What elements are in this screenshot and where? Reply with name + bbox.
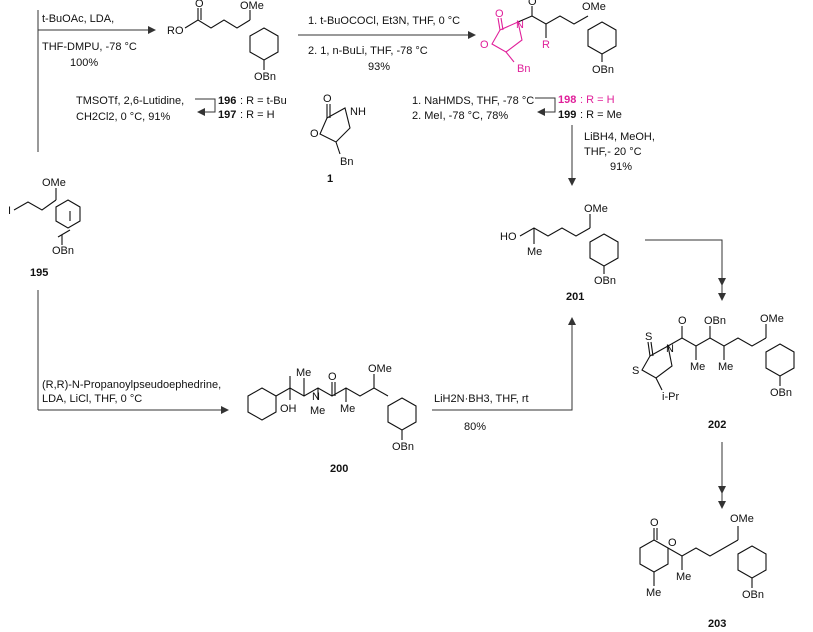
obn-label-203: OBn [742, 589, 764, 601]
me-label-203b: Me [676, 571, 691, 583]
arrow-step2 [195, 98, 216, 116]
compound-198-structure: O O N Bn O R OMe OBn [480, 0, 617, 76]
me-label-202b: Me [718, 361, 733, 373]
compound-label-1: 1 [327, 173, 333, 185]
me-label-203a: Me [646, 587, 661, 599]
me-label-201: Me [527, 246, 542, 258]
compound-196-structure: O RO OMe OBn [167, 0, 279, 83]
step6-line1: (R,R)-N-Propanoylpseudoephedrine, [42, 379, 221, 391]
compound-label-198: 198 [558, 94, 576, 106]
iodo-atom: I [8, 205, 11, 217]
compound-label-196: 196 [218, 95, 236, 107]
obn-label-202-chain: OBn [704, 315, 726, 327]
carbonyl-o-200: O [328, 371, 337, 383]
ho-label-201: HO [500, 231, 517, 243]
obn-label-195: OBn [52, 245, 74, 257]
me-label-200a: Me [296, 367, 311, 379]
compound-label-197: 197 [218, 109, 236, 121]
compound-197-r-group: : R = H [240, 109, 275, 121]
step3-line1: 1. t-BuOCOCl, Et3N, THF, 0 °C [308, 15, 460, 27]
step2-conditions: CH2Cl2, 0 °C, 91% [76, 111, 170, 123]
ipr-label-202: i-Pr [662, 391, 679, 403]
me-label-200b: Me [310, 405, 325, 417]
ring-s-202: S [632, 365, 639, 377]
ring-o-198: O [480, 39, 489, 51]
thione-s-202: S [645, 331, 652, 343]
obn-label-196: OBn [254, 71, 276, 83]
carbonyl-o-198: O [495, 8, 504, 20]
carbonyl-oxygen: O [195, 0, 204, 10]
arrow-step7 [432, 317, 576, 411]
compound-label-203: 203 [708, 618, 726, 630]
step6-line2: LDA, LiCl, THF, 0 °C [42, 393, 142, 405]
step4-line1: 1. NaHMDS, THF, -78 °C [412, 95, 534, 107]
ro-label: RO [167, 25, 184, 37]
obn-label-200: OBn [392, 441, 414, 453]
compound-1-structure: O NH O Bn 1 [310, 93, 366, 185]
arrow-step4 [535, 97, 556, 116]
compound-195-structure: I OMe OBn 195 [8, 177, 81, 279]
step1-reagents: t-BuOAc, LDA, [42, 13, 114, 25]
compound-201-structure: HO Me OMe OBn 201 [500, 203, 619, 303]
step7-line1: LiH2N·BH3, THF, rt [434, 393, 529, 405]
compound-label-202: 202 [708, 419, 726, 431]
compound-202-structure: S S N i-Pr O Me OBn Me OMe OBn 202 [632, 313, 795, 431]
compound-label-201: 201 [566, 291, 584, 303]
step2-reagents: TMSOTf, 2,6-Lutidine, [76, 95, 184, 107]
compound-196-r-group: : R = t-Bu [240, 95, 287, 107]
arrow-201-to-202-line [645, 239, 723, 298]
step5-line1: LiBH4, MeOH, [584, 131, 655, 143]
ome-label-202: OMe [760, 313, 784, 325]
compound-203-structure: O O Me Me OMe OBn 203 [639, 513, 767, 630]
nh-label: NH [350, 106, 366, 118]
ome-label-196: OMe [240, 0, 264, 12]
step3-yield: 93% [368, 61, 390, 73]
r-label-198: R [542, 39, 550, 51]
ome-label-195: OMe [42, 177, 66, 189]
oxazolidinone-carbonyl-o: O [323, 93, 332, 105]
lactone-ring-o: O [668, 537, 677, 549]
ring-oxygen: O [310, 128, 319, 140]
bn-label-1: Bn [340, 156, 353, 168]
step5-yield: 91% [610, 161, 632, 173]
oh-label-200: OH [280, 403, 297, 415]
ome-label-200: OMe [368, 363, 392, 375]
compound-label-200: 200 [330, 463, 348, 475]
step5-line2: THF,- 20 °C [584, 146, 642, 158]
n-atom-202: N [666, 343, 674, 355]
step1-yield: 100% [70, 57, 98, 69]
bn-label-198: Bn [517, 63, 530, 75]
step4-line2: 2. MeI, -78 °C, 78% [412, 110, 508, 122]
acyl-o-202: O [678, 315, 687, 327]
ome-label-201: OMe [584, 203, 608, 215]
step7-yield: 80% [464, 421, 486, 433]
obn-label-201: OBn [594, 275, 616, 287]
ome-label-203: OMe [730, 513, 754, 525]
acyl-o-198: O [528, 0, 537, 8]
compound-200-structure: Me OH N Me O Me OMe OBn 200 [247, 363, 417, 475]
lactone-carbonyl-o: O [650, 517, 659, 529]
me-label-202a: Me [690, 361, 705, 373]
compound-label-195: 195 [30, 267, 48, 279]
n-atom-200: N [312, 391, 320, 403]
me-label-200c: Me [340, 403, 355, 415]
compound-198-r-group: : R = H [580, 94, 615, 106]
obn-label-198: OBn [592, 64, 614, 76]
compound-label-199: 199 [558, 109, 576, 121]
step3-line2: 2. 1, n-BuLi, THF, -78 °C [308, 45, 428, 57]
compound-199-r-group: : R = Me [580, 109, 622, 121]
ome-label-198: OMe [582, 1, 606, 13]
n-atom-198: N [516, 19, 524, 31]
obn-label-202-aryl: OBn [770, 387, 792, 399]
step1-solvent: THF-DMPU, -78 °C [42, 41, 137, 53]
